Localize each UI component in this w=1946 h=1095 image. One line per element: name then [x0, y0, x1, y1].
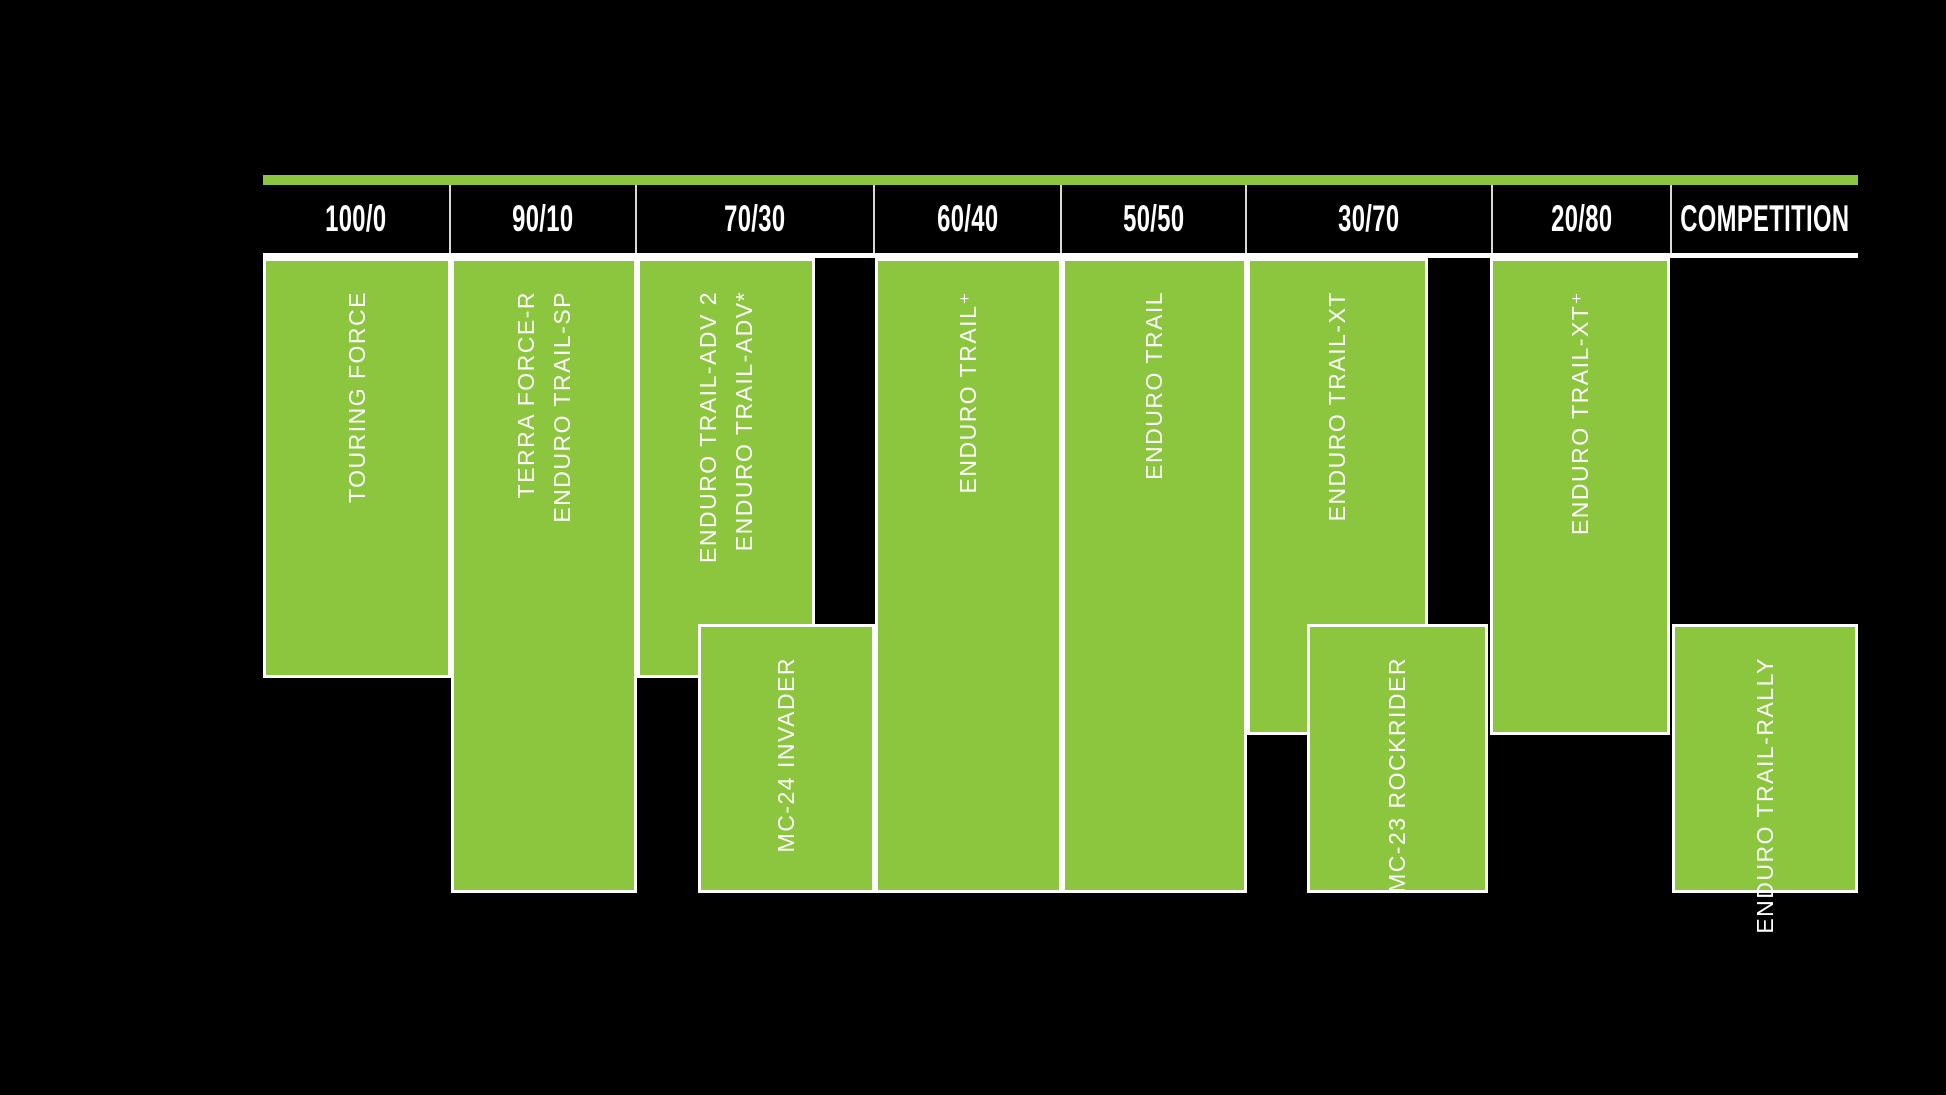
block-label: ENDURO TRAIL-RALLY — [1675, 657, 1855, 934]
column-header-30-70: 30/70 — [1247, 185, 1493, 253]
product-name: MC-24 INVADER — [773, 657, 799, 853]
column-header-label: 100/0 — [325, 197, 387, 239]
column-header-100-0: 100/0 — [263, 185, 451, 253]
block-mc23-rockrider: MC-23 ROCKRIDER — [1307, 624, 1488, 893]
block-enduro-trail-rally: ENDURO TRAIL-RALLY — [1672, 624, 1858, 934]
block-label: ENDURO TRAIL — [1065, 291, 1244, 480]
product-name: TOURING FORCE — [343, 291, 370, 504]
column-header-20-80: 20/80 — [1493, 185, 1672, 253]
product-name: ENDURO TRAIL⁺ — [955, 291, 981, 494]
column-header-70-30: 70/30 — [637, 185, 875, 253]
block-enduro-trail-xt-plus: ENDURO TRAIL-XT⁺ — [1490, 258, 1670, 735]
product-name: ENDURO TRAIL-RALLY — [1751, 657, 1778, 934]
column-header-label: 50/50 — [1122, 197, 1185, 239]
column-header-label: 20/80 — [1550, 197, 1613, 239]
block-mc24-invader: MC-24 INVADER — [698, 624, 875, 893]
block-label: ENDURO TRAIL-ADV 2 ENDURO TRAIL-ADV* — [640, 291, 812, 563]
column-header-label: 30/70 — [1338, 197, 1400, 239]
block-touring-force: TOURING FORCE — [263, 258, 451, 678]
product-name: ENDURO TRAIL-XT — [1324, 291, 1350, 522]
block-label: ENDURO TRAIL-XT — [1250, 291, 1425, 521]
column-header-50-50: 50/50 — [1062, 185, 1247, 253]
product-name: ENDURO TRAIL — [1141, 291, 1167, 480]
column-header-competition: COMPETITION — [1672, 185, 1858, 253]
product-name: ENDURO TRAIL-ADV 2 — [694, 291, 721, 563]
product-name: ENDURO TRAIL-ADV* — [730, 291, 757, 552]
block-label: MC-24 INVADER — [701, 657, 872, 852]
block-label: ENDURO TRAIL⁺ — [878, 291, 1059, 493]
product-name: ENDURO TRAIL-SP — [548, 291, 575, 523]
column-header-label: COMPETITION — [1680, 197, 1850, 239]
product-name: TERRA FORCE-R — [512, 291, 539, 499]
product-name: ENDURO TRAIL-XT⁺ — [1566, 291, 1593, 536]
block-label: ENDURO TRAIL-XT⁺ — [1493, 291, 1667, 535]
block-label: MC-23 ROCKRIDER — [1310, 657, 1485, 893]
product-name: MC-23 ROCKRIDER — [1384, 657, 1410, 893]
ratio-header-row: 100/0 90/10 70/30 60/40 50/50 30/70 20/8… — [263, 185, 1858, 253]
column-header-label: 70/30 — [724, 197, 786, 239]
column-header-90-10: 90/10 — [451, 185, 637, 253]
block-label: TOURING FORCE — [266, 291, 448, 503]
column-header-label: 60/40 — [936, 197, 999, 239]
block-enduro-trail-plus: ENDURO TRAIL⁺ — [875, 258, 1062, 893]
block-label: TERRA FORCE-R ENDURO TRAIL-SP — [454, 291, 634, 523]
column-header-60-40: 60/40 — [875, 185, 1062, 253]
column-header-label: 90/10 — [512, 197, 574, 239]
header-underline — [263, 253, 1858, 258]
block-terra-force-r: TERRA FORCE-R ENDURO TRAIL-SP — [451, 258, 637, 893]
block-enduro-trail-adv: ENDURO TRAIL-ADV 2 ENDURO TRAIL-ADV* — [637, 258, 815, 678]
block-enduro-trail: ENDURO TRAIL — [1062, 258, 1247, 893]
ratio-scale-bar — [263, 175, 1858, 185]
